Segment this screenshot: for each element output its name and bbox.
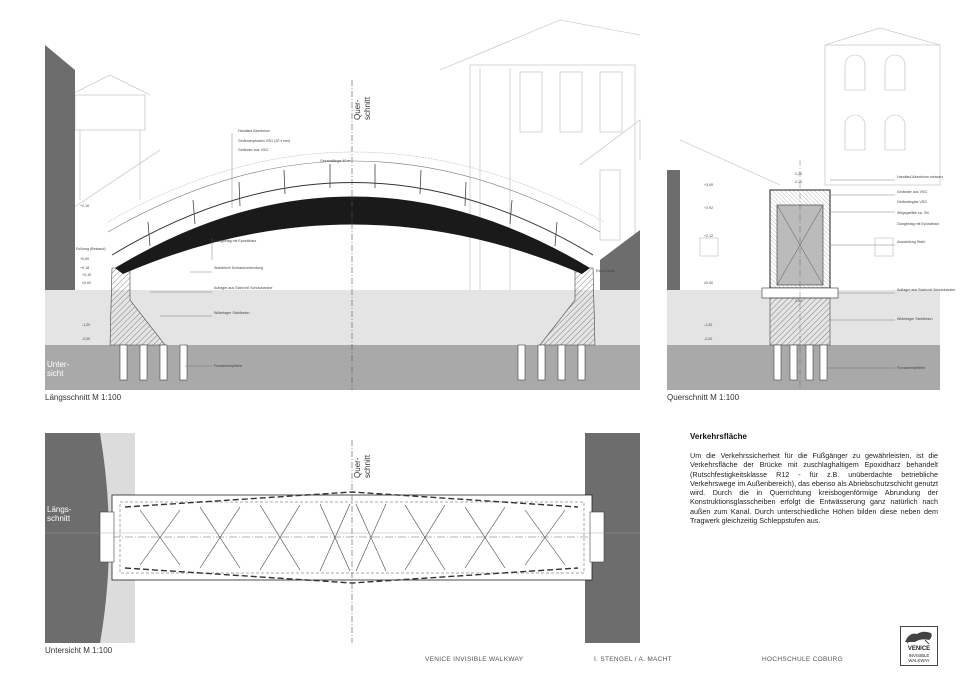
foundation-piles-right (517, 344, 586, 381)
laengsschnitt-annotation-1: Geländerpfosten VSG (20 x mm) (238, 139, 290, 143)
lion-icon (905, 631, 932, 645)
foundation-piles-left (119, 344, 188, 381)
laengsschnitt-annotation-6: Auflager aus Stahl mit Schraubanker (214, 286, 273, 290)
laengsschnitt-annotation-0: Handlauf Aluminium (238, 129, 270, 133)
project-logo: VENICE INVISIBLE WALKWAY (900, 626, 938, 666)
querschnitt-levels: +3,00 +2,92 +2,12 ±0,00 -1,20 -2,00 (704, 183, 713, 341)
querschnitt-background (679, 27, 941, 257)
untersicht-view: Quer- schnitt (45, 433, 640, 643)
laengsschnitt-annotation-8: Fundamentpfähle (214, 364, 242, 368)
canal-ground (45, 345, 640, 390)
untersicht-left-wall (45, 433, 109, 643)
laengsschnitt-level-5: -1,20 (82, 323, 90, 327)
laengsschnitt-level-0: +2,16 (80, 204, 89, 208)
querschnitt-dimensions: 2,20 2,10 2,50 (795, 172, 802, 303)
footer-school: HOCHSCHULE COBURG (762, 656, 843, 663)
laengsschnitt-levels: +2,16 +0,60 +0,18 +0,10 ±0,00 -1,20 -2,00 (80, 204, 91, 341)
laengsschnitt-annotation-10: Rand Kanal (596, 269, 615, 273)
querschnitt-mark-1: Quer- (353, 99, 362, 120)
querschnitt-annotation-3: Wegegefälle ca. 3% (897, 211, 930, 215)
right-quay-wall (600, 230, 640, 290)
logo-line-2: INVISIBLE (908, 653, 930, 658)
querschnitt-caption: Querschnitt M 1:100 (667, 393, 740, 402)
querschnitt-annotation-7: Widerlager Stahlbeton (897, 317, 933, 321)
querschnitt-dimension-1: 2,10 (795, 180, 802, 184)
querschnitt-level-3: ±0,00 (704, 281, 713, 285)
laengsschnitt-caption: Längsschnitt M 1:100 (45, 393, 122, 402)
logo-line-3: WALKWAY (908, 658, 930, 663)
querschnitt-dimension-2: 2,50 (795, 299, 802, 303)
laengsschnitt-annotation-9: Fußweg (Bestand) (76, 247, 106, 251)
laengsschnitt-view: Quer- schnitt (45, 19, 641, 390)
querschnitt-level-1: +2,92 (704, 206, 713, 210)
untersicht-bracing (139, 503, 566, 572)
querschnitt-annotation-0: Handlauf Aluminium schwarz (897, 175, 943, 179)
section-title: Verkehrsfläche (690, 432, 747, 441)
querschnitt-left-wall (667, 170, 680, 290)
untersicht-querschnitt-mark-1: Quer- (353, 457, 362, 478)
handrail-line (107, 160, 601, 233)
querschnitt-annotation-4: Gangbelag mit Epoxidharz (897, 222, 940, 226)
glass-posts (147, 164, 558, 247)
querschnitt-view (667, 27, 941, 390)
laengsschnitt-level-1: +0,60 (80, 257, 89, 261)
laengsschnitt-level-2: +0,18 (80, 266, 89, 270)
annotation-leaders (150, 133, 233, 367)
untersicht-caption: Untersicht M 1:100 (45, 646, 113, 655)
querschnitt-level-0: +3,00 (704, 183, 713, 187)
laengsschnitt-annotation-2: Geländer aus VSG (238, 148, 268, 152)
untersicht-mark: Unter- sicht (47, 360, 70, 378)
left-quay-wall (45, 45, 75, 290)
footer-authors: I. STENGEL / A. MACHT (594, 656, 672, 663)
laengsschnitt-annotation-5: Stahlblech Schraubverbindung (214, 266, 263, 270)
dimension-line (107, 151, 605, 223)
logo-line-1: VENICE (907, 646, 931, 652)
laengsschnitt-annotation-7: Widerlager Stahlbeton (214, 311, 250, 315)
footer-project: VENICE INVISIBLE WALKWAY (425, 656, 524, 663)
laengsschnitt-annotation-4: Gangbelag mit Epoxidharz (214, 239, 257, 243)
laengsschnitt-level-3: +0,10 (82, 273, 91, 277)
querschnitt-dimension-0: 2,20 (795, 172, 802, 176)
querschnitt-level-2: +2,12 (704, 234, 713, 238)
section-body: Um die Verkehrssicherheit für die Fußgän… (690, 451, 938, 526)
bridge-arch (115, 196, 590, 274)
laengsschnitt-mark: Längs- schnitt (47, 505, 72, 523)
querschnitt-mark-2: schnitt (363, 96, 372, 120)
untersicht-querschnitt-mark-2: schnitt (363, 454, 372, 478)
querschnitt-piles (773, 344, 828, 381)
querschnitt-annotation-1: Geländer aus VSG (897, 190, 927, 194)
querschnitt-annotation-5: Aussteifung Stahl (897, 240, 925, 244)
querschnitt-annotation-6: Auflager aus Stahl mit Schraubanker (897, 288, 956, 292)
querschnitt-level-5: -2,00 (704, 337, 712, 341)
laengsschnitt-level-4: ±0,00 (82, 281, 91, 285)
querschnitt-ground (667, 345, 940, 390)
laengsschnitt-annotation-3: Gesamtlänge 40 m (320, 159, 350, 163)
querschnitt-annotation-2: Geländerglas VSG (897, 200, 927, 204)
querschnitt-level-4: -1,20 (704, 323, 712, 327)
querschnitt-annotation-8: Fundamentpfähle (897, 366, 925, 370)
laengsschnitt-level-6: -2,00 (82, 337, 90, 341)
